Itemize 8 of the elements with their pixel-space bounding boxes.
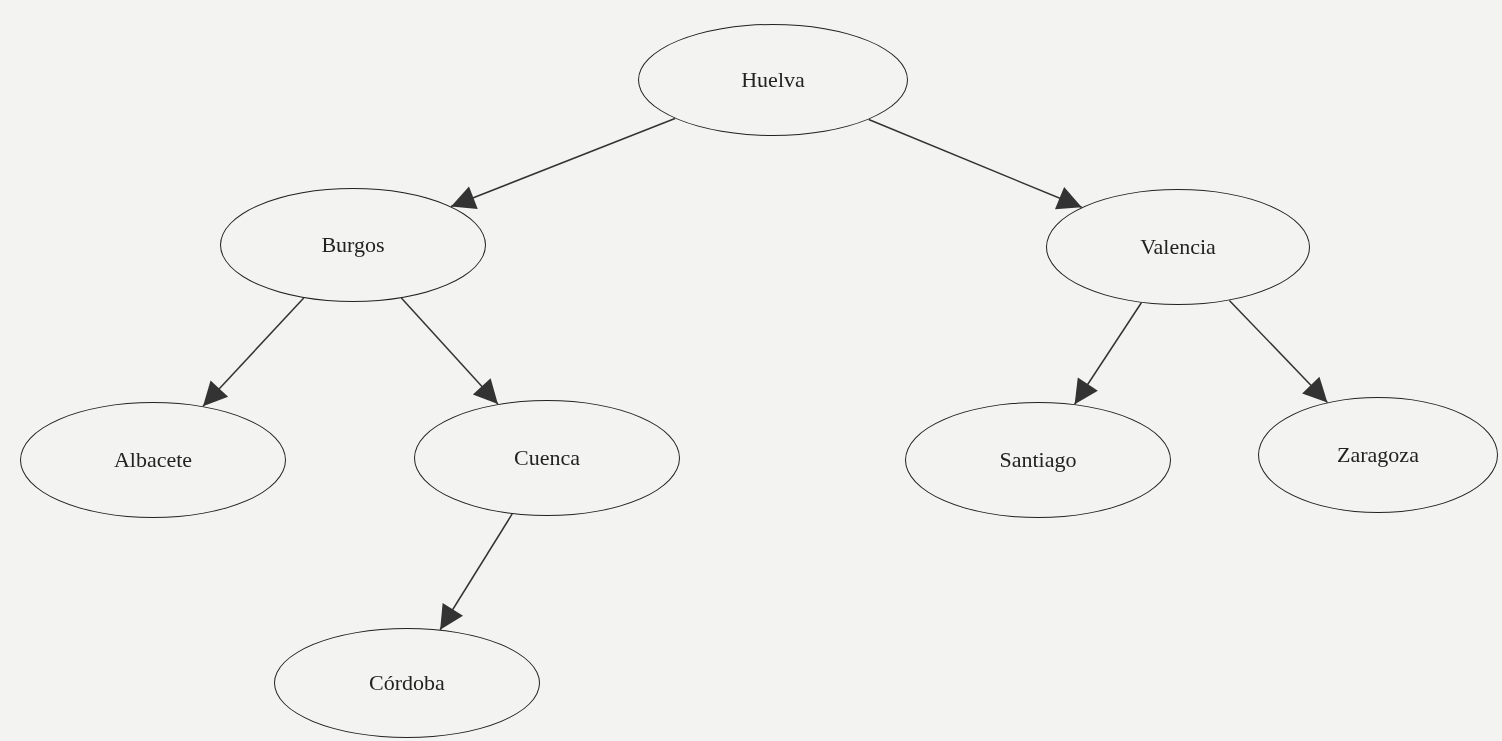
node-label: Zaragoza	[1337, 442, 1419, 468]
node-label: Santiago	[999, 447, 1077, 473]
node-label: Huelva	[741, 67, 805, 93]
node-label: Albacete	[113, 447, 193, 473]
node-label: Córdoba	[369, 670, 445, 696]
node-label: Valencia	[1140, 234, 1216, 260]
node-label: Cuenca	[514, 445, 580, 471]
node-label: Burgos	[321, 232, 385, 258]
